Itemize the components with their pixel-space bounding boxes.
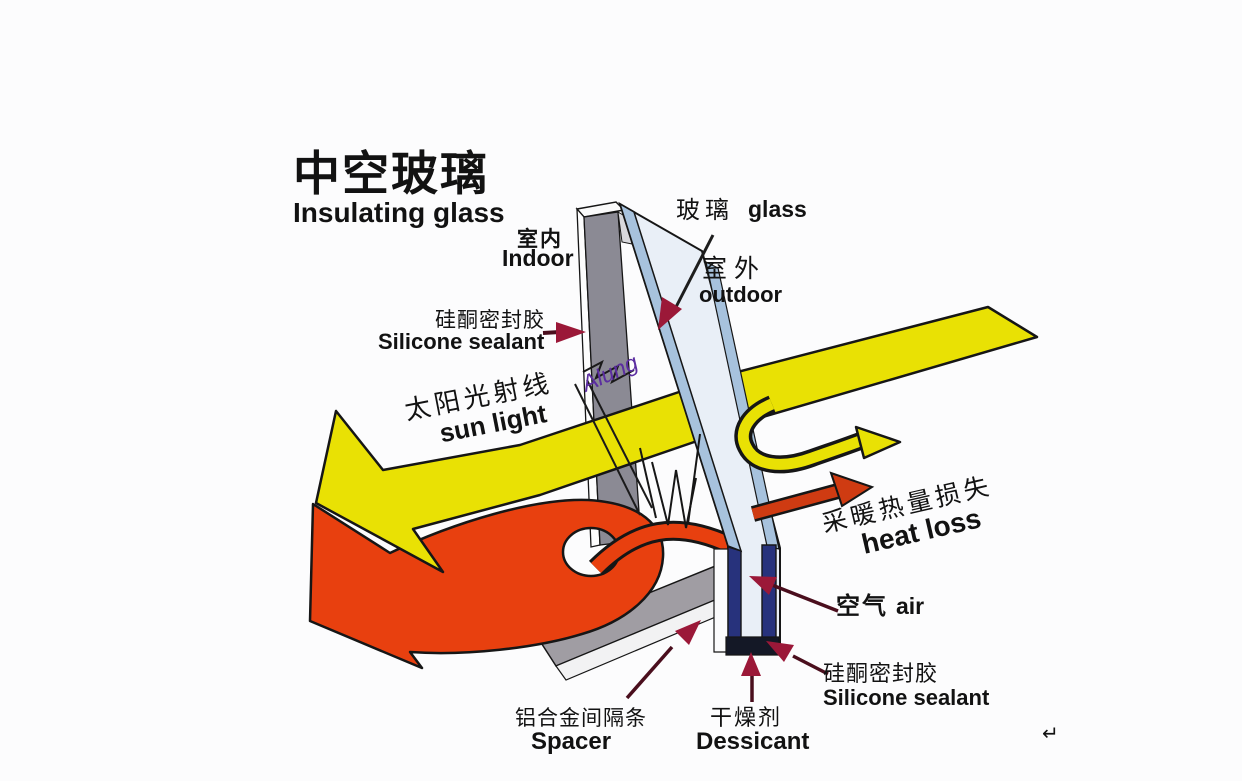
scribble-line — [586, 379, 653, 509]
label-air-en: air — [896, 593, 924, 619]
heat-band — [591, 523, 733, 573]
glass-scribbles-right — [639, 433, 701, 529]
right-sealant-strip — [761, 544, 777, 650]
pointer-head — [741, 652, 761, 676]
scribble-line — [687, 433, 701, 525]
glass-scribbles-left — [574, 359, 653, 516]
page-title-en: Insulating glass — [293, 197, 505, 228]
pointer-head — [556, 322, 586, 343]
heat-loss-shaft — [751, 485, 840, 520]
heat-loss-arrow — [750, 471, 875, 522]
label-glass-en: glass — [748, 196, 807, 222]
label-sealant-top-en: Silicone sealant — [378, 329, 545, 354]
heat-ribbon-arrow — [308, 498, 735, 670]
pointer-tail — [625, 645, 674, 700]
label-dessicant-en: Dessicant — [696, 728, 809, 755]
scribble-zigzag — [582, 359, 635, 385]
pointer-sealant-bottom — [766, 641, 829, 676]
reflected-sunlight-arrow — [734, 395, 902, 474]
label-outdoor-zh: 室外 — [702, 255, 766, 283]
left-sealant-strip — [727, 546, 742, 651]
page-title-zh: 中空玻璃 — [293, 147, 489, 200]
pointer-tail — [792, 654, 829, 676]
heat-loss-arrowhead — [829, 471, 875, 508]
label-glass-zh: 玻璃 — [676, 197, 734, 224]
label-sealant-bottom-en: Silicone sealant — [823, 685, 990, 710]
pointer-tail — [771, 583, 839, 613]
pointer-head — [675, 620, 701, 645]
hook-band — [737, 398, 862, 470]
label-air-zh: 空气 — [836, 592, 888, 620]
pointer-glass — [658, 234, 715, 330]
pointer-air — [749, 576, 839, 613]
pointer-head — [766, 641, 794, 662]
diagram-labels: 中空玻璃 Insulating glass 室内 Indoor 玻璃 glass… — [293, 147, 1059, 755]
label-outdoor-en: outdoor — [699, 282, 783, 307]
label-spacer-en: Spacer — [531, 728, 611, 755]
return-mark: ↵ — [1042, 723, 1059, 745]
pointer-spacer — [625, 620, 701, 700]
sun-band-left-arrowhead — [314, 383, 702, 574]
pointer-head — [749, 576, 777, 595]
hook-arrowhead — [854, 425, 902, 460]
scribble-line — [639, 447, 657, 519]
label-indoor-en: Indoor — [502, 245, 574, 271]
pointer-head — [658, 297, 682, 330]
pointer-sealant-top — [542, 322, 586, 343]
pointer-tail — [674, 234, 715, 308]
scribble-line — [574, 383, 641, 516]
label-indoor-zh: 室内 — [517, 227, 563, 251]
label-spacer-zh: 铝合金间隔条 — [515, 707, 647, 730]
label-dessicant-zh: 干燥剂 — [710, 705, 782, 730]
label-sealant-top-zh: 硅酮密封胶 — [435, 309, 545, 332]
label-sealant-bottom-zh: 硅酮密封胶 — [823, 661, 938, 686]
label-pointers — [542, 234, 839, 702]
unit-bottom-section — [713, 544, 780, 656]
pointer-dessicant — [741, 652, 761, 702]
sun-light-arrow — [314, 305, 1039, 574]
